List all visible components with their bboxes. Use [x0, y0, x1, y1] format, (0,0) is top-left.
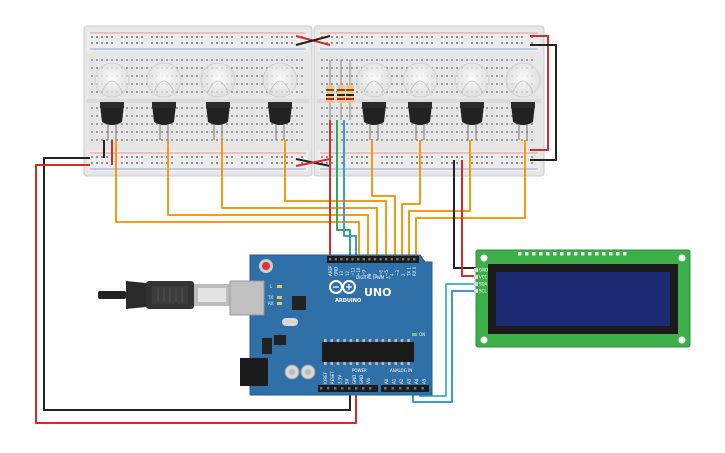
phototransistor-sensor[interactable] [402, 62, 438, 140]
pin-label: RX 0 [412, 266, 417, 276]
rx-led-label: RX [268, 301, 274, 306]
resistor[interactable] [346, 60, 354, 120]
lcd-pin-label: SCL [479, 289, 487, 294]
usb-chip [292, 296, 306, 310]
pin-label: GND [334, 267, 339, 276]
tx-led [277, 296, 282, 299]
phototransistor-sensor[interactable] [200, 62, 236, 140]
phototransistor-sensor[interactable] [94, 62, 130, 140]
sensor-group [94, 62, 541, 140]
l-led [277, 285, 282, 288]
analog-header-label: ANALOG IN [390, 368, 412, 373]
pin-label: 8 [367, 273, 372, 276]
arduino-uno-board[interactable]: ARDUINO UNO DIGITAL (PWM ~) POWER ANALOG… [229, 254, 433, 396]
lcd-top-pads [518, 252, 627, 256]
chip-pins [324, 339, 410, 365]
arduino-brand: ARDUINO [335, 298, 361, 304]
pin-label: 12 [345, 270, 350, 276]
resistors [326, 60, 354, 120]
digital-header[interactable] [327, 256, 419, 263]
pin-label: A4 [414, 378, 419, 384]
digital-header-label: DIGITAL (PWM ~) [356, 275, 391, 280]
pin-label: GND [352, 375, 357, 384]
pin-label: ~10 [356, 267, 361, 276]
pin-label: AREF [328, 265, 333, 276]
pin-label: 13 [339, 270, 344, 276]
pin-label: ~3 [395, 270, 400, 276]
phototransistor-sensor[interactable] [146, 62, 182, 140]
pin-label: ~11 [350, 267, 355, 276]
atmega-chip [322, 342, 414, 362]
arduino-logo [329, 280, 356, 294]
on-led [412, 333, 417, 336]
pin-label: RESET [330, 371, 335, 384]
breadboard-right-holes [321, 36, 533, 164]
pin-label: ~6 [378, 270, 383, 276]
rail-jumpers [295, 35, 331, 167]
wires [35, 35, 557, 424]
l-led-label: L [270, 284, 273, 289]
power-jack[interactable] [240, 358, 268, 386]
lcd-pin-label: GND [479, 268, 488, 273]
pin-label: TX 1 [406, 267, 411, 277]
phototransistor-sensor[interactable] [454, 62, 490, 140]
rx-led [277, 302, 282, 305]
phototransistor-sensor[interactable] [356, 62, 392, 140]
pin-label: 4 [390, 273, 395, 276]
resistor[interactable] [337, 60, 345, 120]
power-header-label: POWER [352, 368, 367, 373]
pin-label: A0 [384, 378, 389, 384]
phototransistor-sensor[interactable] [505, 62, 541, 140]
pin-label: ~9 [362, 270, 367, 276]
lcd-module[interactable]: GND VCC SDA SCL [474, 249, 691, 348]
pin-label: 3.3V [337, 375, 342, 384]
lcd-pins: GND VCC SDA SCL [474, 268, 488, 294]
phototransistor-sensor[interactable] [262, 62, 298, 140]
usb-port[interactable] [229, 280, 265, 316]
arduino-model: UNO [364, 286, 392, 299]
pin-label: A2 [399, 378, 404, 384]
resistor[interactable] [326, 60, 334, 120]
analog-header[interactable] [381, 385, 429, 392]
on-led-label: ON [419, 332, 425, 337]
tx-led-label: TX [267, 295, 273, 300]
pin-label: A1 [392, 378, 397, 384]
pin-label: ~5 [384, 270, 389, 276]
pin-label: IOREF [323, 371, 328, 384]
pin-label: 2 [401, 273, 406, 276]
pin-label: Vin [366, 377, 371, 384]
lcd-pin-label: VCC [479, 275, 488, 280]
header-pins [320, 258, 424, 390]
breadboard-left[interactable] [83, 25, 313, 177]
pin-label: GND [359, 375, 364, 384]
lcd-screen [496, 272, 670, 326]
usb-cable[interactable] [98, 281, 230, 309]
pin-label: A3 [407, 378, 412, 384]
pin-label: 5V [345, 378, 350, 384]
lcd-pin-label: SDA [479, 282, 488, 287]
pin-label: A5 [422, 378, 427, 384]
pin-label: 7 [373, 273, 378, 276]
crystal [282, 318, 298, 326]
